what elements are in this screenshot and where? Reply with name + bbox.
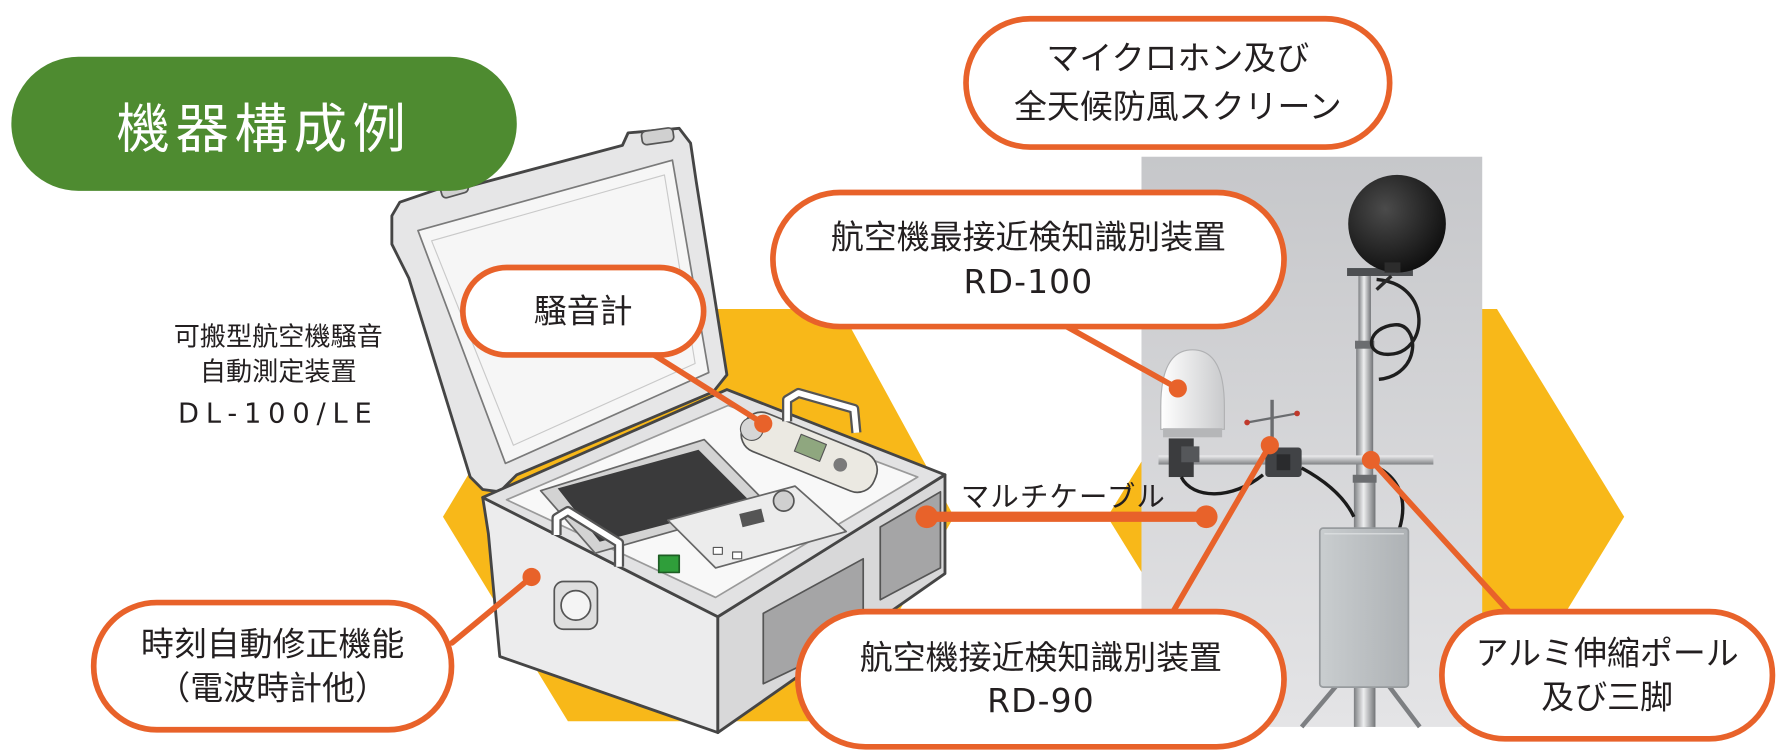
- callout-sound-level-meter-line1: 騒音計: [533, 291, 633, 331]
- callout-rd90: 航空機接近検知識別装置 RD-90: [795, 608, 1287, 750]
- callout-radio-clock-line1: 時刻自動修正機能: [140, 624, 405, 664]
- device-label: 可搬型航空機騒音 自動測定装置 DL-100/LE: [136, 320, 420, 431]
- callout-radio-clock-line2: （電波時計他）: [157, 668, 388, 708]
- callout-radio-clock: 時刻自動修正機能 （電波時計他）: [90, 599, 455, 733]
- callout-microphone: マイクロホン及び 全天候防風スクリーン: [963, 15, 1393, 150]
- callout-rd100-model: RD-100: [963, 261, 1094, 301]
- callout-pole: アルミ伸縮ポール 及び三脚: [1439, 608, 1776, 742]
- callout-microphone-line1: マイクロホン及び: [1046, 38, 1310, 77]
- callout-rd90-line1: 航空機接近検知識別装置: [859, 638, 1223, 677]
- multi-cable-label: マルチケーブル: [960, 480, 1166, 514]
- green-power-button: [657, 554, 681, 574]
- case-control-panel: [666, 485, 848, 569]
- rd100-dome: [1160, 349, 1225, 478]
- radio-clock-port: [553, 580, 599, 631]
- callout-rd100: 航空機最接近検知識別装置 RD-100: [770, 189, 1287, 330]
- device-name-line1: 可搬型航空機騒音: [173, 322, 383, 353]
- leader-line-rd90: [1169, 436, 1279, 617]
- leader-line-pole: [1361, 450, 1514, 617]
- device-model: DL-100/LE: [178, 397, 379, 430]
- leader-line-radio-clock: [449, 567, 541, 646]
- pole-control-box: [1318, 527, 1410, 689]
- callout-sound-level-meter: 騒音計: [459, 264, 707, 358]
- callout-pole-line2: 及び三脚: [1541, 677, 1674, 717]
- page-title-text: 機器構成例: [116, 98, 412, 161]
- callout-microphone-line2: 全天候防風スクリーン: [1013, 87, 1342, 127]
- callout-pole-line1: アルミ伸縮ポール: [1475, 634, 1739, 673]
- device-name-line2: 自動測定装置: [199, 357, 357, 388]
- page-title: 機器構成例: [11, 56, 517, 191]
- leader-line-rd100: [1064, 324, 1187, 398]
- callout-rd100-line1: 航空機最接近検知識別装置: [830, 218, 1227, 257]
- sound-level-meter: [739, 411, 879, 494]
- multi-cable-line: [915, 505, 1218, 529]
- callout-rd90-model: RD-90: [987, 681, 1095, 721]
- leader-line-sound-level-meter: [650, 351, 773, 433]
- rd90-unit: [1244, 399, 1302, 478]
- microphone-windscreen: [1348, 174, 1446, 273]
